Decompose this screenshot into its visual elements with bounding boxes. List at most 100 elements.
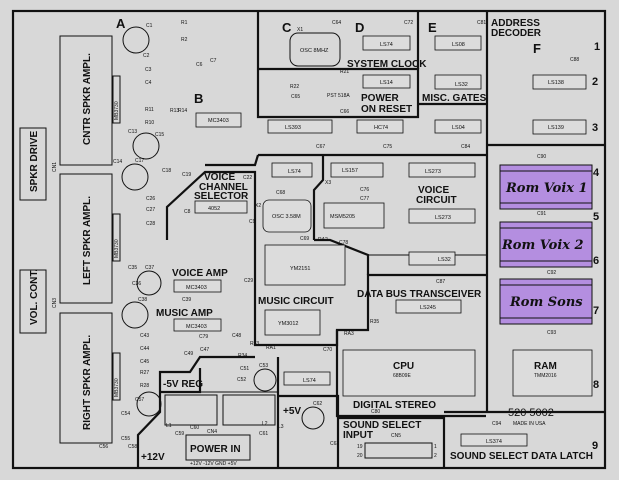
svg-text:LS74: LS74: [288, 169, 301, 175]
sound-select-latch-label: SOUND SELECT DATA LATCH: [450, 451, 593, 462]
osc-358m: OSC 3.58M: [262, 199, 312, 233]
component-ref-label: R13: [170, 108, 179, 114]
svg-text:LS374: LS374: [486, 439, 502, 445]
component-ref-label: C51: [240, 366, 249, 372]
component-ref-label: C35: [128, 265, 137, 271]
component-ref-label: C39: [182, 297, 191, 303]
component-ref-label: C28: [146, 221, 155, 227]
chip-hc74: HC74: [356, 119, 404, 134]
svg-text:LS14: LS14: [380, 80, 393, 86]
power-on-reset-label: POWER: [361, 93, 400, 104]
svg-text:LS393: LS393: [285, 125, 301, 131]
voice-circuit-label: CIRCUIT: [416, 195, 457, 206]
chip-ls08: LS08: [434, 35, 482, 51]
pin-label: 19: [357, 444, 363, 450]
system-clock-block: [256, 11, 420, 119]
row-number: 4: [593, 167, 600, 179]
svg-text:MC3403: MC3403: [186, 324, 207, 330]
pin-label: 20: [357, 453, 363, 459]
svg-text:LS139: LS139: [548, 125, 564, 131]
svg-text:LS32: LS32: [438, 257, 451, 263]
component-ref-label: R28: [140, 383, 149, 389]
component-ref-label: C56: [99, 444, 108, 450]
row-number: 2: [592, 76, 598, 88]
chip-ls393: LS393: [267, 119, 333, 134]
component-ref-label: R21: [340, 69, 349, 75]
power-in-connector: [185, 434, 251, 461]
chip-mc3403-voice: MC3403: [173, 279, 222, 293]
row-number: 7: [593, 305, 599, 317]
component-ref-label: X3: [325, 180, 331, 186]
component-ref-label: C7: [210, 58, 217, 64]
plus5v-label: +5V: [283, 406, 301, 417]
component-ref-label: R22: [290, 84, 299, 90]
spkr-drive-label: SPKR DRIVE: [29, 131, 40, 192]
component-ref-label: C59: [175, 431, 184, 437]
cn4-label: CN4: [207, 429, 217, 435]
component-ref-label: X2: [255, 203, 261, 209]
component-ref-label: C88: [570, 57, 579, 63]
component-ref-label: C77: [360, 196, 369, 202]
section-letter-d: D: [355, 20, 364, 35]
mb3730-label: MB3730: [114, 239, 120, 258]
voice-amp-label: VOICE AMP: [172, 268, 228, 279]
svg-text:MSM5205: MSM5205: [330, 214, 355, 220]
capacitor-c17: [121, 163, 149, 191]
component-ref-label: C3: [145, 67, 152, 73]
component-ref-label: R2: [181, 37, 188, 43]
component-ref-label: C54: [121, 411, 130, 417]
component-ref-label: C37: [145, 265, 154, 271]
component-ref-label: C65: [291, 94, 300, 100]
svg-text:OSC 3.58M: OSC 3.58M: [272, 214, 301, 220]
component-ref-label: C6: [196, 62, 203, 68]
svg-text:YM2151: YM2151: [290, 266, 311, 272]
chip-ls138: LS138: [532, 74, 587, 90]
svg-text:Rom Voix 2: Rom Voix 2: [501, 238, 584, 253]
right-spkr-label: RIGHT SPKR AMPL.: [82, 335, 93, 430]
digital-stereo-label: DIGITAL STEREO: [353, 400, 436, 411]
chip-ym2151: YM2151: [264, 244, 346, 286]
capacitor-c1: [122, 26, 150, 54]
osc-8mhz: [289, 32, 341, 67]
svg-text:LS245: LS245: [420, 305, 436, 311]
svg-text:LS74: LS74: [380, 42, 393, 48]
component-ref-label: C69: [300, 236, 309, 242]
svg-text:HC74: HC74: [374, 125, 388, 131]
component-ref-label: C49: [184, 351, 193, 357]
component-ref-label: X1: [297, 27, 303, 33]
chip-mc3403-music: MC3403: [173, 318, 222, 332]
cntr-spkr-label: CNTR SPKR AMPL.: [82, 53, 93, 145]
rom-voix-2: Rom Voix 2: [499, 221, 593, 268]
inductor-l1: [164, 394, 218, 426]
chip-mc3403: MC3403: [195, 112, 242, 128]
component-ref-label: C60: [190, 425, 199, 431]
component-ref-label: C70: [323, 347, 332, 353]
component-ref-label: C14: [113, 159, 122, 165]
neg5v-reg-label: -5V REG: [163, 379, 203, 390]
chip-ls04: LS04: [434, 119, 482, 134]
component-ref-label: R10: [145, 120, 154, 126]
component-ref-label: C38: [138, 297, 147, 303]
chip-ls74: LS74: [362, 35, 411, 51]
chip-ls374: LS374: [460, 433, 528, 447]
component-ref-label: L3: [278, 424, 284, 430]
osc-8mhz-label: OSC 8MHZ: [300, 48, 329, 54]
component-ref-label: L1: [166, 423, 172, 429]
component-ref-label: C93: [547, 330, 556, 336]
sound-select-input-label: SOUND SELECT: [343, 420, 421, 431]
svg-text:LS157: LS157: [342, 168, 358, 174]
component-ref-label: R14: [178, 108, 187, 114]
svg-text:LS04: LS04: [452, 125, 465, 131]
row-number: 8: [593, 379, 599, 391]
cn3-label: CN3: [52, 298, 58, 308]
component-ref-label: R33: [250, 341, 259, 347]
component-ref-label: C66: [340, 109, 349, 115]
system-clock-label: SYSTEM CLOCK: [347, 59, 427, 70]
svg-text:68B09E: 68B09E: [393, 373, 411, 379]
vol-cont-connector: [19, 269, 47, 334]
component-ref-label: C91: [537, 211, 546, 217]
component-ref-label: C48: [232, 333, 241, 339]
left-spkr-ampl-block: [59, 173, 113, 304]
component-ref-label: C18: [162, 168, 171, 174]
component-ref-label: C61: [259, 431, 268, 437]
